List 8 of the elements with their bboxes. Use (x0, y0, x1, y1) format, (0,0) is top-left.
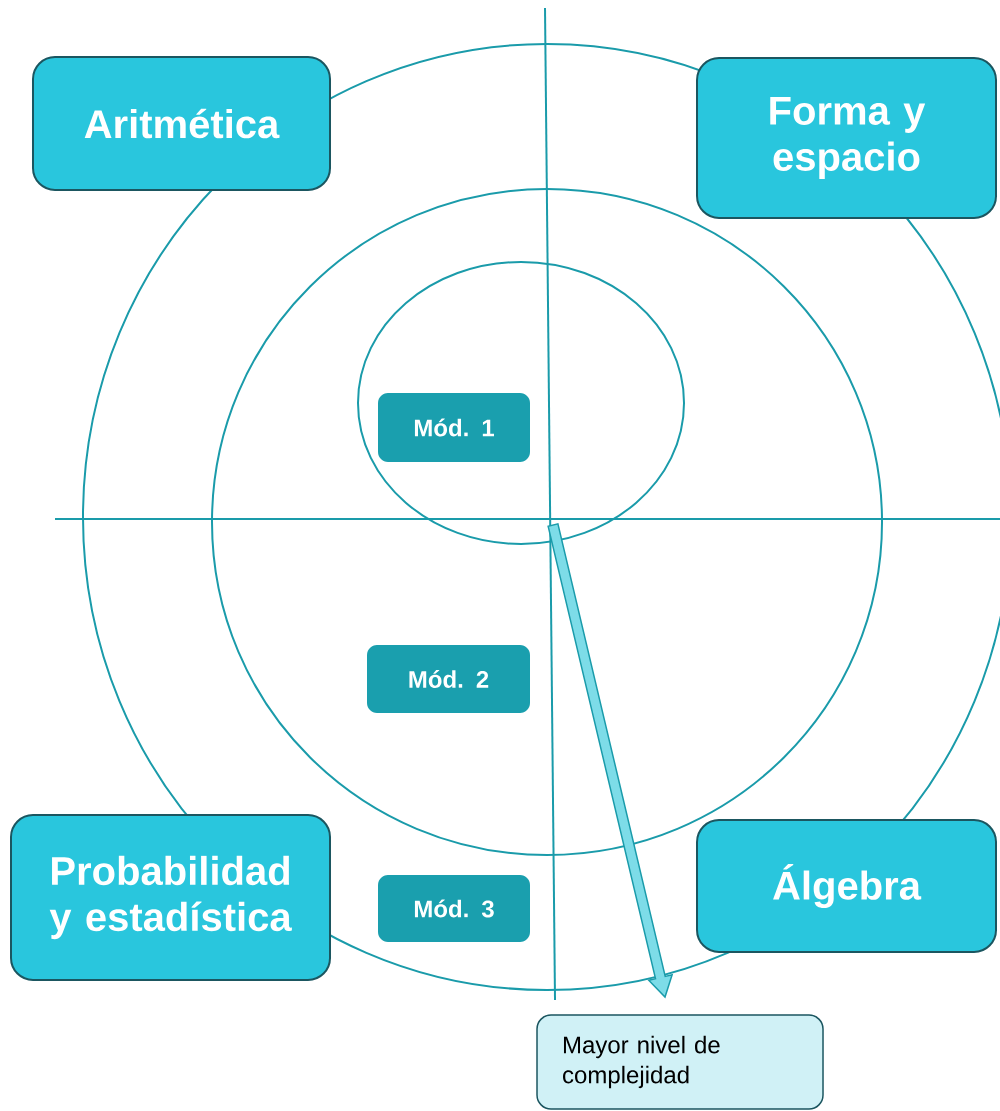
topic-box: Álgebra (696, 819, 997, 953)
module-box: Mód. 1 (378, 393, 530, 462)
topic-box: Aritmética (32, 56, 331, 191)
note-box: Mayor nivel de complejidad (536, 1014, 824, 1110)
module-box: Mód. 2 (367, 645, 530, 713)
topic-box: Probabilidad y estadística (10, 814, 331, 981)
topic-box: Forma y espacio (696, 57, 997, 219)
module-box: Mód. 3 (378, 875, 530, 942)
